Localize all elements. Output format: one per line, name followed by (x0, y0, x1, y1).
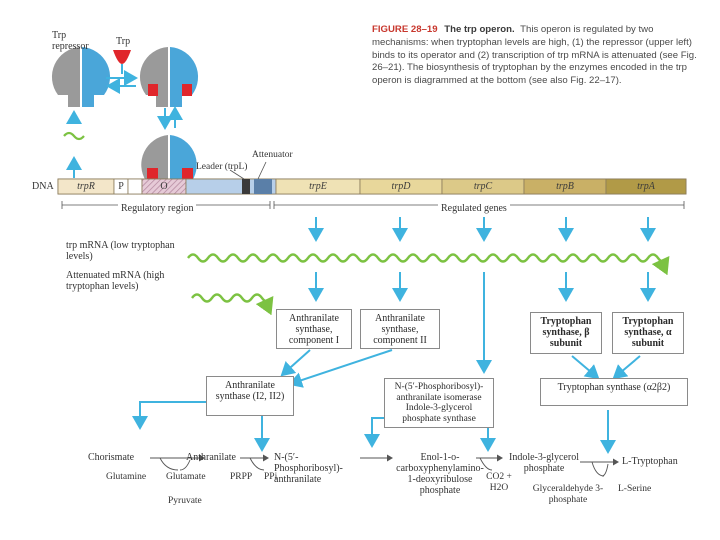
active-repressor (139, 47, 199, 107)
gene-trpD: trpD (391, 181, 411, 192)
regulated-genes-label: Regulated genes (438, 203, 510, 214)
pyruvate-label: Pyruvate (168, 496, 202, 506)
figure-caption: FIGURE 28–19 The trp operon. This operon… (372, 24, 698, 88)
figure-title: The trp operon. (444, 24, 515, 35)
enzyme-box-as-complex: Anthranilate synthase (I2, II2) (206, 376, 294, 416)
enzyme-box-tsb: Tryptophan synthase, β subunit (530, 312, 602, 354)
attenuated-mrna-wave (191, 293, 274, 316)
enzyme-box-as2: Anthranilate synthase, component II (360, 309, 440, 349)
enzyme-box-ts-complex: Tryptophan synthase (α2β2) (540, 378, 688, 406)
promoter-P: P (118, 181, 124, 192)
trp-mrna-label: trp mRNA (low tryptophan levels) (66, 240, 175, 262)
l-serine-label: L-Serine (618, 484, 652, 494)
dna-bar (57, 178, 687, 195)
prpp-label: PRPP (230, 472, 253, 482)
attenuated-mrna-label: Attenuated mRNA (high tryptophan levels) (66, 270, 165, 292)
glyceraldehyde-label: Glyceraldehyde 3-phosphate (532, 484, 604, 505)
gene-trpB: trpB (556, 181, 574, 192)
igp-label: Indole-3-glycerol phosphate (509, 452, 579, 474)
attenuator-label: Attenuator (252, 150, 293, 160)
leader-label: Leader (trpL) (196, 162, 248, 172)
ppi-label: PPi (264, 472, 278, 482)
anthranilate-label: Anthranilate (186, 452, 236, 463)
enzyme-box-pri-igps: N-(5′-Phosphoribosyl)-anthranilate isome… (384, 378, 494, 428)
glutamate-label: Glutamate (166, 472, 206, 482)
trp-label: Trp (116, 36, 131, 47)
trp-mrna-wave (187, 253, 670, 276)
figure-label: FIGURE 28–19 (372, 24, 438, 35)
l-tryptophan-label: L-Tryptophan (622, 456, 678, 467)
chorismate-label: Chorismate (88, 452, 135, 463)
enol-label: Enol-1-o-carboxyphenylamino-1-deoxyribul… (396, 452, 484, 496)
enzyme-box-as1: Anthranilate synthase, component I (276, 309, 352, 349)
gene-trpR: trpR (77, 181, 95, 192)
pra-label: N-(5′-Phosphoribosyl)-anthranilate (274, 452, 343, 485)
gene-trpE: trpE (309, 181, 327, 192)
tryptophan-icon (113, 50, 131, 64)
gene-trpC: trpC (473, 181, 493, 192)
trp-repressor-label: Trp repressor (52, 30, 89, 52)
glutamine-label: Glutamine (106, 472, 147, 482)
regulatory-region-label: Regulatory region (118, 203, 197, 214)
operator-O: O (160, 181, 168, 192)
figure-caption-text: This operon is regulated by two mechanis… (372, 24, 697, 87)
co2-h2o-label: CO2 + H2O (486, 472, 512, 493)
dna-label: DNA (32, 181, 54, 192)
gene-trpA: trpA (637, 181, 655, 192)
enzyme-box-tsa: Tryptophan synthase, α subunit (612, 312, 684, 354)
free-repressor (51, 47, 111, 107)
